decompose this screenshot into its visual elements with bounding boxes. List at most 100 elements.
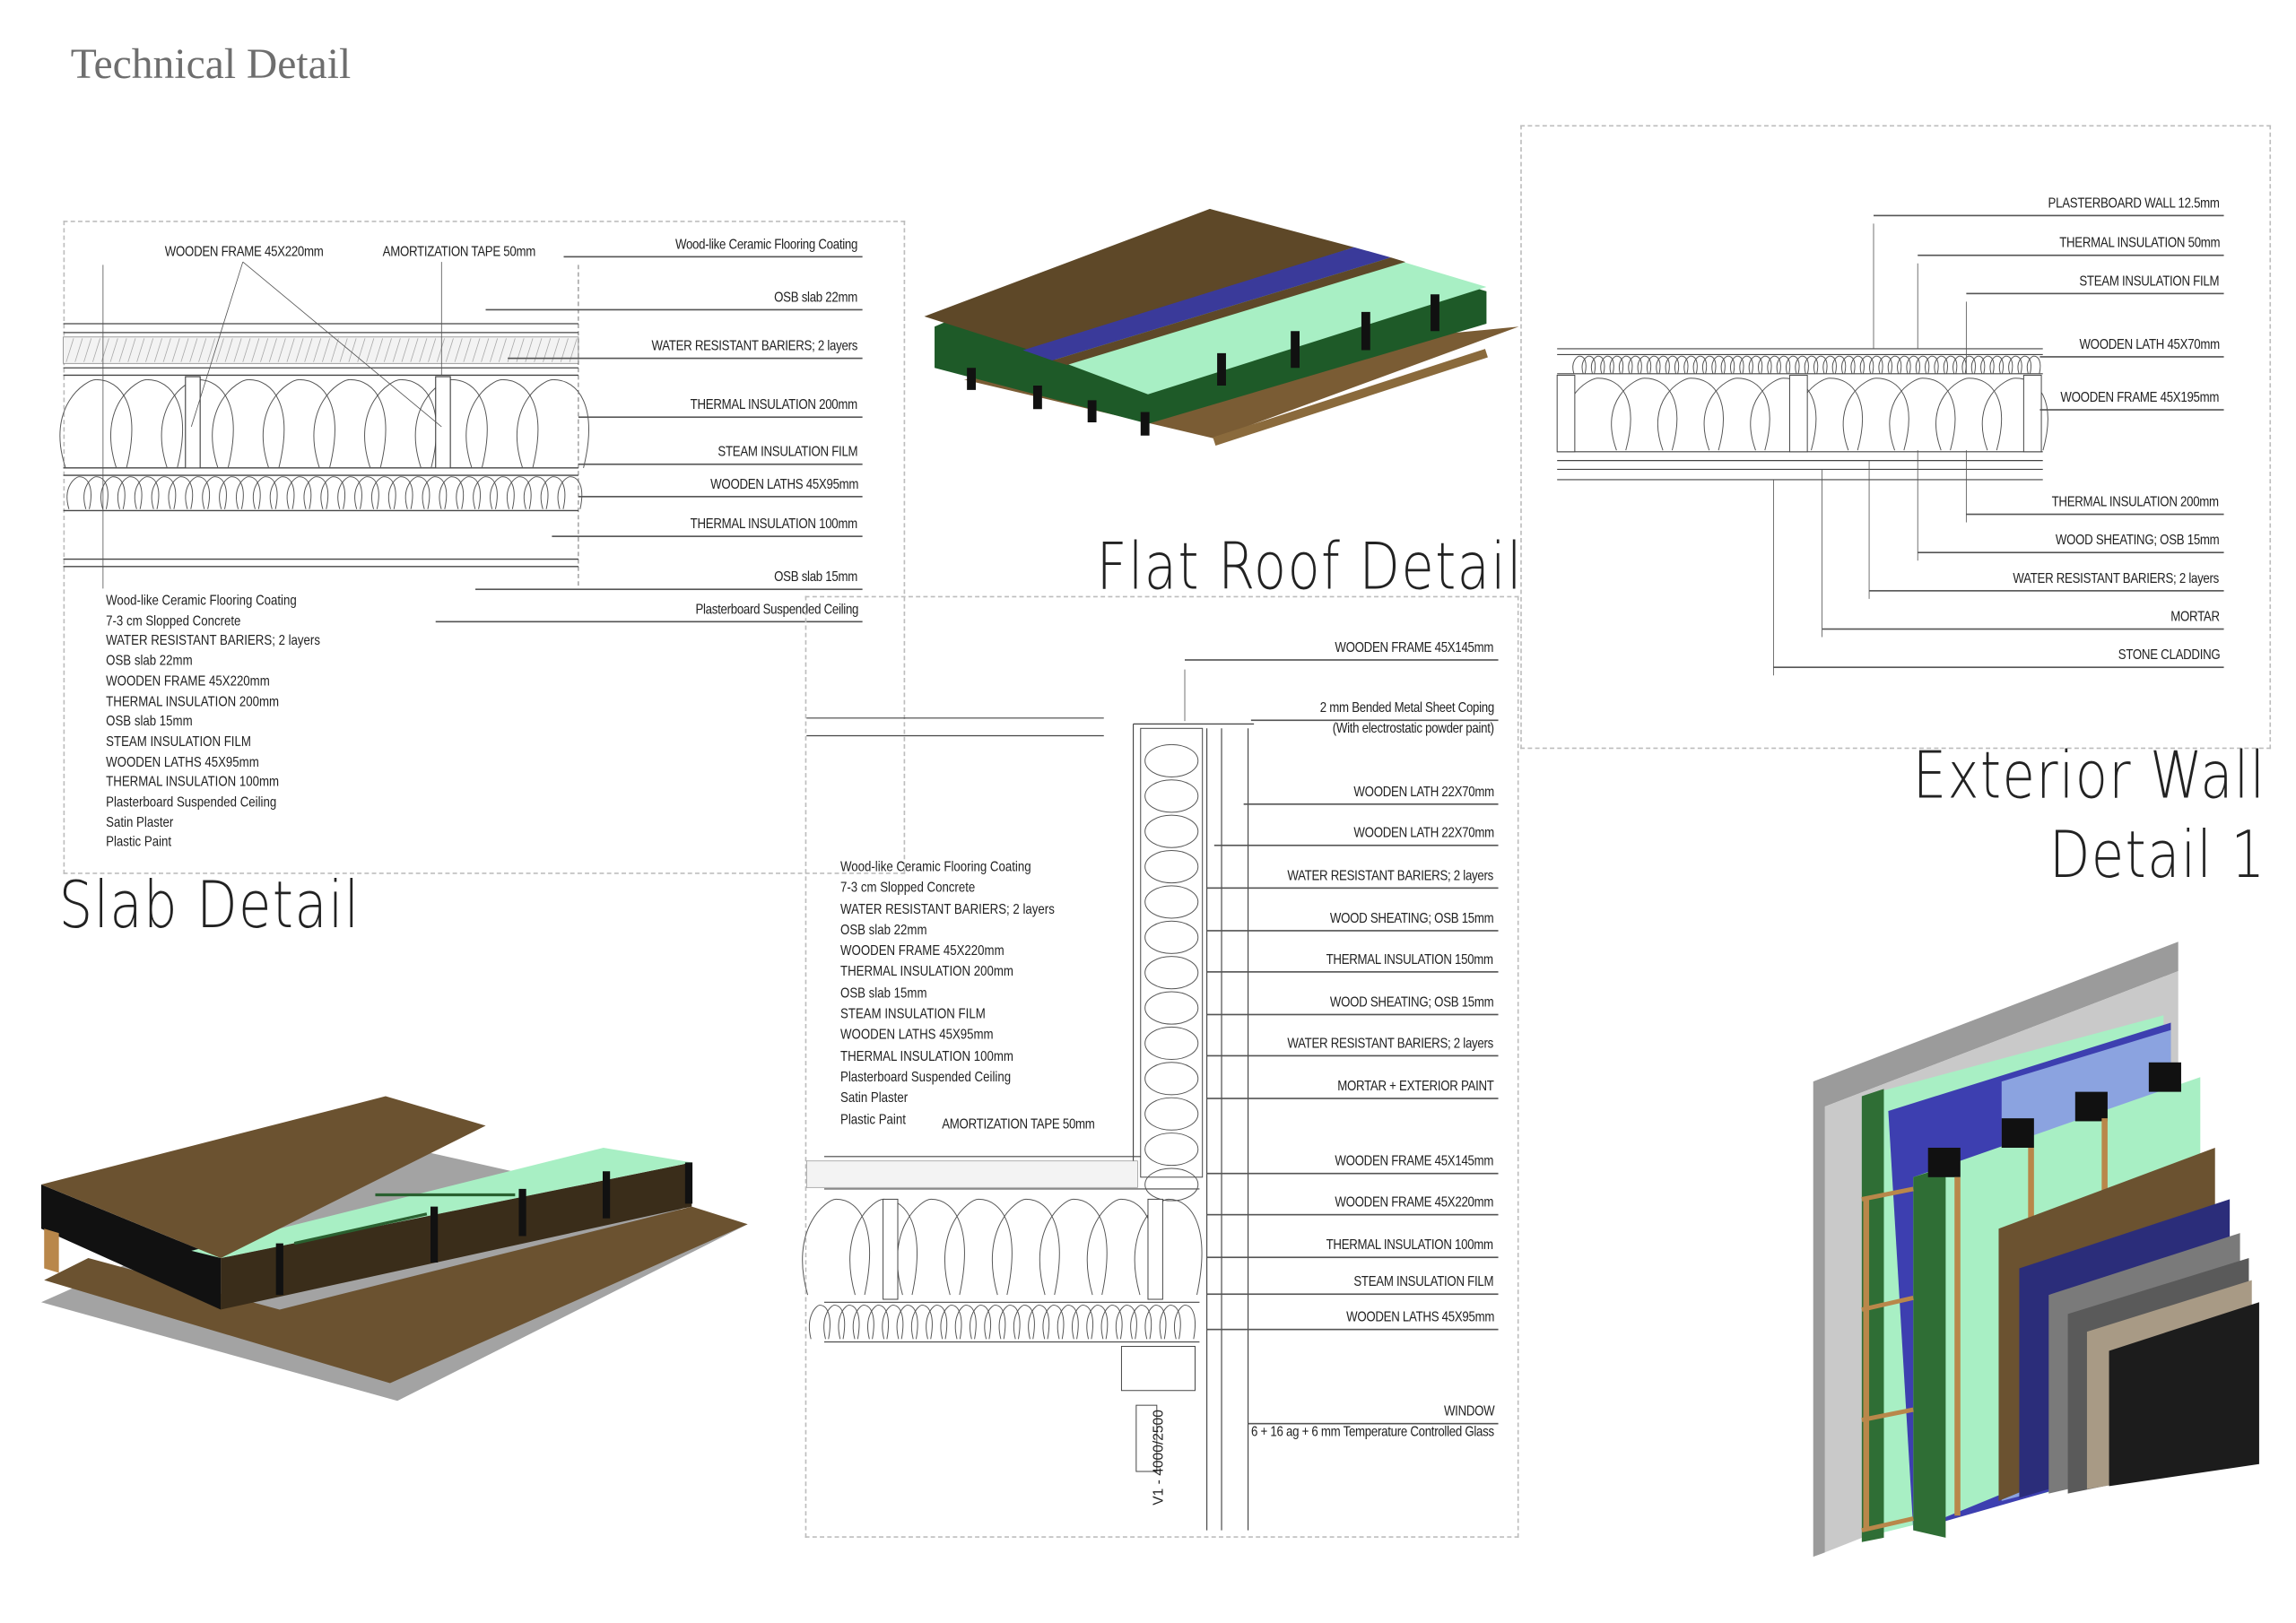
- insulation-symbol: [1656, 355, 1670, 374]
- leader-line: [1206, 1328, 1499, 1331]
- wall-section-label: WOOD SHEATING; OSB 15mm: [1330, 994, 1494, 1011]
- insulation-symbol: [970, 1305, 992, 1340]
- wall-section-layer-item: OSB slab 15mm: [840, 985, 927, 1002]
- insulation-symbol: [185, 476, 211, 509]
- insulation-symbol: [852, 1305, 874, 1340]
- exterior-wall-label: PLASTERBOARD WALL 12.5mm: [2048, 195, 2220, 213]
- slab-layer-label: WOODEN LATHS 45X95mm: [709, 476, 858, 493]
- insulation-symbol: [1795, 355, 1809, 374]
- insulation-symbol: [1039, 1198, 1108, 1296]
- insulation-symbol: [253, 476, 278, 509]
- insulation-symbol: [1786, 355, 1800, 374]
- insulation-symbol: [1703, 378, 1770, 451]
- insulation-symbol: [219, 476, 244, 509]
- insulation-symbol: [1692, 355, 1708, 374]
- insulation-symbol: [1013, 1305, 1035, 1340]
- insulation-symbol: [1572, 355, 1587, 374]
- wall-section-label: WOODEN LATHS 45X95mm: [1345, 1309, 1494, 1326]
- leader-line: [508, 357, 863, 360]
- leader-line: [2039, 409, 2224, 411]
- insulation-symbol: [1935, 378, 2002, 451]
- insulation-symbol: [354, 476, 379, 509]
- insulation-symbol: [867, 1305, 890, 1340]
- leader-line: [435, 621, 863, 623]
- wall-section-label: WATER RESISTANT BARIERS; 2 layers: [1288, 868, 1494, 885]
- slab-insulation-joints: [293, 1193, 516, 1245]
- wooden-frame-section: [1788, 374, 1808, 453]
- exterior-wall-heading-line2: Detail 1: [2049, 818, 2267, 894]
- wall-section-label: WOODEN FRAME 45X145mm: [1335, 639, 1494, 656]
- leader-line: [1918, 551, 2224, 554]
- wall-section-layer-item: 7-3 cm Slopped Concrete: [840, 880, 976, 897]
- insulation-symbol: [1748, 355, 1763, 374]
- insulation-symbol: [465, 378, 539, 468]
- wall-section-layer-item: Plastic Paint: [840, 1111, 906, 1128]
- slab-layer-item: THERMAL INSULATION 100mm: [106, 774, 280, 791]
- insulation-symbol: [66, 476, 91, 509]
- insulation-symbol: [422, 476, 448, 509]
- insulation-symbol: [1720, 355, 1735, 374]
- wall-section-frame: [804, 595, 1519, 1538]
- insulation-symbol: [507, 476, 532, 509]
- exterior-wall-heading-line1: Exterior Wall: [1913, 738, 2267, 814]
- insulation-symbol: [1072, 1305, 1094, 1340]
- insulation-symbol: [100, 476, 126, 509]
- insulation-symbol: [1980, 355, 1995, 374]
- insulation-symbol: [1822, 355, 1837, 374]
- wall-section-label: WATER RESISTANT BARIERS; 2 layers: [1288, 1036, 1494, 1053]
- insulation-symbol: [897, 1198, 965, 1296]
- insulation-symbol: [414, 378, 488, 468]
- wall-section-layer-item: WATER RESISTANT BARIERS; 2 layers: [840, 901, 1055, 918]
- wall-section-label: STEAM INSULATION FILM: [1353, 1274, 1494, 1291]
- wooden-frame-section: [2022, 374, 2042, 453]
- insulation-symbol: [1086, 1305, 1109, 1340]
- insulation-symbol: [303, 476, 329, 509]
- slab-layer-label: STEAM INSULATION FILM: [718, 444, 858, 461]
- wall-section-layer-list: Wood-like Ceramic Flooring Coating 7-3 cm…: [840, 858, 1055, 1132]
- insulation-symbol: [926, 1305, 948, 1340]
- insulation-symbol: [1609, 355, 1624, 374]
- wall-section-layer-item: Wood-like Ceramic Flooring Coating: [840, 859, 1031, 876]
- wall-section-label: WOOD SHEATING; OSB 15mm: [1330, 910, 1494, 927]
- insulation-symbol: [940, 1305, 962, 1340]
- insulation-symbol: [286, 476, 312, 509]
- insulation-symbol: [473, 476, 498, 509]
- insulation-symbol: [1115, 1305, 1137, 1340]
- insulation-symbol: [371, 476, 396, 509]
- insulation-symbol: [2017, 355, 2032, 374]
- insulation-symbol: [911, 1305, 933, 1340]
- wall-section-label: MORTAR + EXTERIOR PAINT: [1337, 1078, 1494, 1095]
- insulation-symbol: [168, 476, 194, 509]
- slab-insulation: [191, 1147, 692, 1259]
- leader-line: [1206, 1172, 1499, 1175]
- wall-outer-green-board: [1913, 1167, 1946, 1538]
- insulation-symbol: [1813, 355, 1828, 374]
- exterior-wall-label: THERMAL INSULATION 200mm: [2052, 494, 2220, 511]
- insulation-symbol: [823, 1305, 846, 1340]
- slab-detail-frame: [63, 221, 906, 874]
- insulation-symbol: [1831, 355, 1847, 374]
- slab-ceiling-board: [44, 1206, 748, 1384]
- wall-section-layer-item: WOODEN LATHS 45X95mm: [840, 1028, 994, 1045]
- insulation-symbol: [456, 476, 482, 509]
- roof-joists: [967, 294, 1439, 436]
- insulation-symbol: [1869, 355, 1883, 374]
- slab-layer-item: STEAM INSULATION FILM: [106, 733, 251, 751]
- insulation-symbol: [882, 1305, 904, 1340]
- insulation-symbol: [1943, 355, 1958, 374]
- slab-layer-label: Wood-like Ceramic Flooring Coating: [675, 237, 858, 254]
- wall-stone-cladding: [2109, 1302, 2259, 1487]
- slab-layer-item: THERMAL INSULATION 200mm: [106, 693, 280, 710]
- roof-membrane: [1022, 247, 1391, 361]
- insulation-symbol: [202, 476, 227, 509]
- wooden-frame-section: [1556, 374, 1576, 453]
- insulation-symbol: [1767, 355, 1781, 374]
- insulation-symbol: [1887, 355, 1902, 374]
- insulation-symbol: [59, 378, 133, 468]
- insulation-symbol: [1174, 1305, 1196, 1340]
- insulation-symbol: [838, 1305, 860, 1340]
